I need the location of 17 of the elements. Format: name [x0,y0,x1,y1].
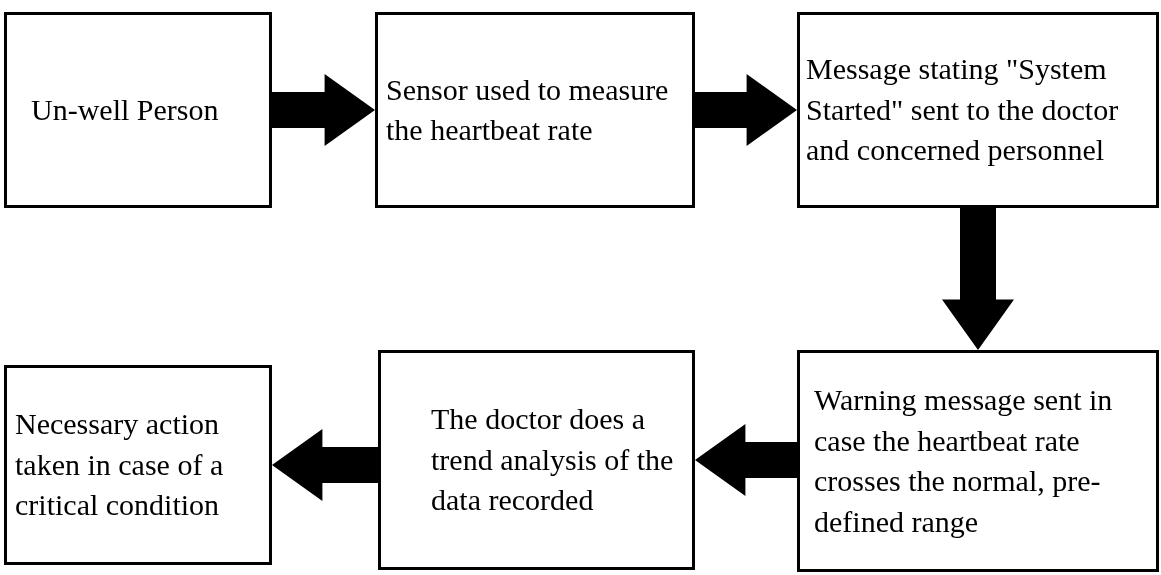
process-box [797,12,1159,208]
process-box [375,12,695,208]
step-text: Warning message sent in case the heartbeat rate crosses the normal, pre-defined range [814,382,1114,540]
block-arrow [272,429,378,501]
block-arrow [272,74,375,146]
process-box [797,350,1159,572]
process-box [4,12,272,208]
step-text: The doctor does a trend analysis of the data recorded [431,401,675,519]
block-arrow [695,424,797,496]
process-box [4,365,272,565]
block-arrow [942,208,1014,350]
step-text: Sensor used to measure the heartbeat rate [386,71,670,148]
step-text: Un-well Person [31,91,219,128]
process-box [378,350,695,570]
step-text: Message stating "System Started" sent to the doctor and concerned personnel [806,51,1120,169]
step-text: Necessary action taken in case of a critical condition [15,406,225,524]
block-arrow [695,74,797,146]
